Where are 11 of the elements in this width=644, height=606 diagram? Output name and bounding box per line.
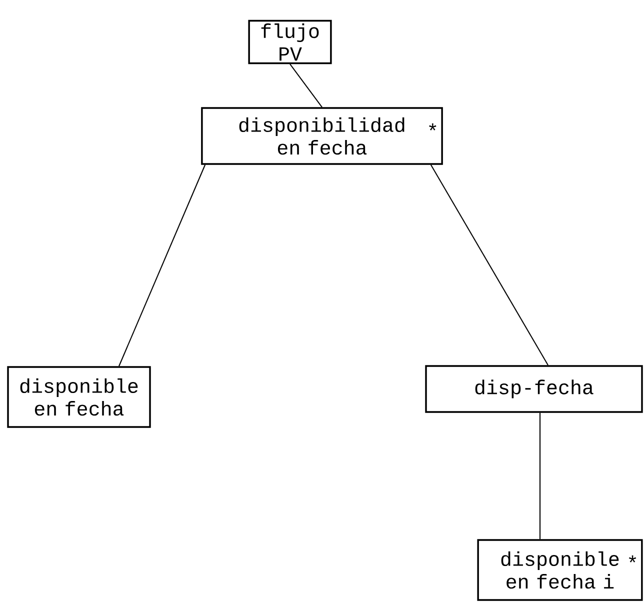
process-box: flujo PV (248, 20, 332, 64)
connector-line (539, 412, 541, 540)
process-box: disponibilidad en fecha * (201, 107, 443, 165)
connector-line (290, 64, 322, 108)
process-box: disponible en fecha i * (477, 539, 643, 601)
process-box: disponible en fecha (7, 366, 151, 428)
process-box: disp-fecha (425, 365, 643, 413)
iteration-mark: * (429, 123, 436, 130)
connector-line (118, 164, 206, 366)
connector-line (430, 164, 548, 366)
iteration-mark: * (628, 555, 636, 562)
